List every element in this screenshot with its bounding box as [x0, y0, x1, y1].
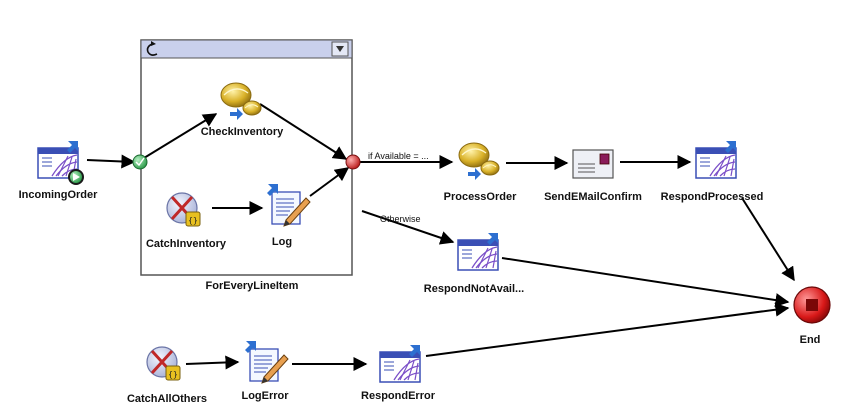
email-icon [572, 149, 614, 179]
for-every-line-item-loop[interactable] [140, 39, 353, 276]
loop-label: ForEveryLineItem [206, 280, 299, 292]
end-node[interactable]: End [793, 286, 831, 346]
loop-icon [146, 41, 158, 56]
service-icon [458, 142, 500, 181]
svg-text:Log: Log [272, 236, 292, 248]
join-node[interactable] [345, 154, 361, 170]
edge-label-otherwise[interactable]: Otherwise [380, 214, 421, 224]
svg-text:SendEMailConfirm: SendEMailConfirm [544, 191, 642, 203]
edge-label-if-available[interactable]: if Available = ... [368, 151, 429, 161]
svg-text:CheckInventory: CheckInventory [201, 126, 284, 138]
catch-icon [145, 345, 182, 382]
log-error-node[interactable]: LogError [241, 340, 289, 402]
log-node[interactable]: Log [266, 183, 311, 248]
svg-text:ProcessOrder: ProcessOrder [444, 191, 517, 203]
send-email-confirm-node[interactable]: SendEMailConfirm [544, 149, 642, 203]
process-order-node[interactable]: ProcessOrder [444, 142, 517, 203]
catch-all-others-node[interactable]: CatchAllOthers [127, 345, 207, 405]
fork-node[interactable] [132, 154, 148, 170]
svg-text:RespondProcessed: RespondProcessed [661, 191, 764, 203]
chevron-down-icon[interactable] [331, 41, 349, 57]
svg-text:LogError: LogError [241, 390, 289, 402]
web-service-icon [695, 140, 737, 179]
log-icon [244, 340, 289, 384]
svg-text:CatchInventory: CatchInventory [146, 238, 227, 250]
catch-inventory-node[interactable]: CatchInventory [146, 191, 227, 250]
check-inventory-node[interactable]: CheckInventory [201, 82, 284, 138]
svg-text:RespondError: RespondError [361, 390, 436, 402]
stop-icon [806, 299, 818, 311]
edges [86, 103, 795, 371]
svg-text:CatchAllOthers: CatchAllOthers [127, 393, 207, 405]
svg-text:RespondNotAvail...: RespondNotAvail... [424, 283, 524, 295]
respond-not-available-node[interactable]: RespondNotAvail... [424, 232, 524, 295]
web-service-icon [457, 232, 499, 271]
incoming-order-node[interactable]: IncomingOrder [19, 140, 99, 201]
respond-processed-node[interactable]: RespondProcessed [661, 140, 764, 203]
svg-text:End: End [800, 334, 821, 346]
svg-text:IncomingOrder: IncomingOrder [19, 189, 99, 201]
start-icon [68, 169, 84, 185]
web-service-icon [379, 344, 421, 383]
respond-error-node[interactable]: RespondError [361, 344, 436, 402]
